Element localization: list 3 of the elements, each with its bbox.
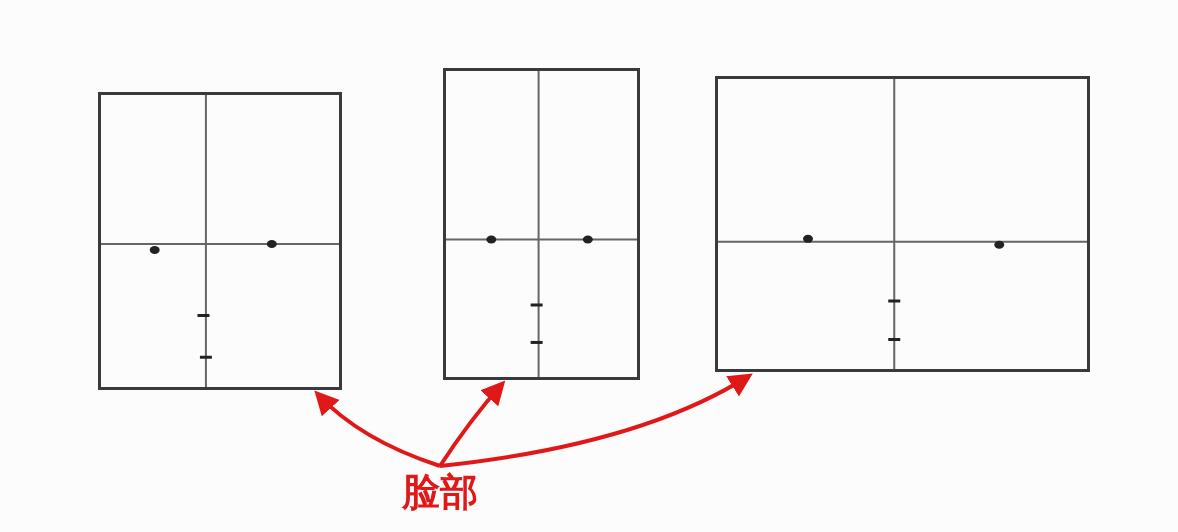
- label-text: 脸部: [402, 468, 478, 516]
- arrow: [439, 373, 753, 468]
- arrow: [314, 390, 441, 468]
